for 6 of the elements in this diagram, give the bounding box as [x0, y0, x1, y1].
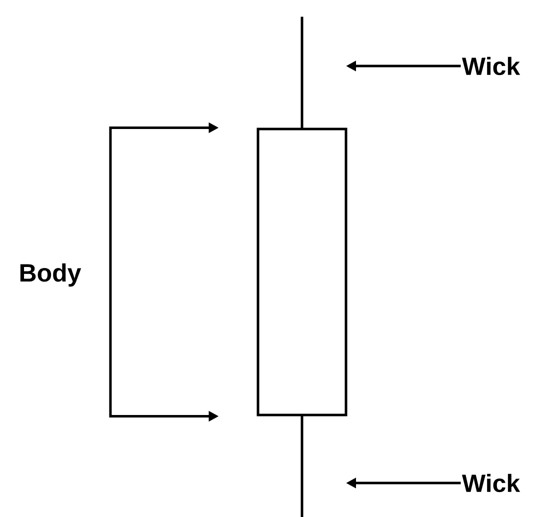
label-text: Wick: [462, 56, 520, 76]
candle-wick: [300, 16, 304, 130]
candle-wick: [300, 414, 304, 517]
label-text: Wick: [462, 474, 520, 492]
label-text: Body: [20, 263, 82, 287]
candle-body: [256, 128, 348, 416]
